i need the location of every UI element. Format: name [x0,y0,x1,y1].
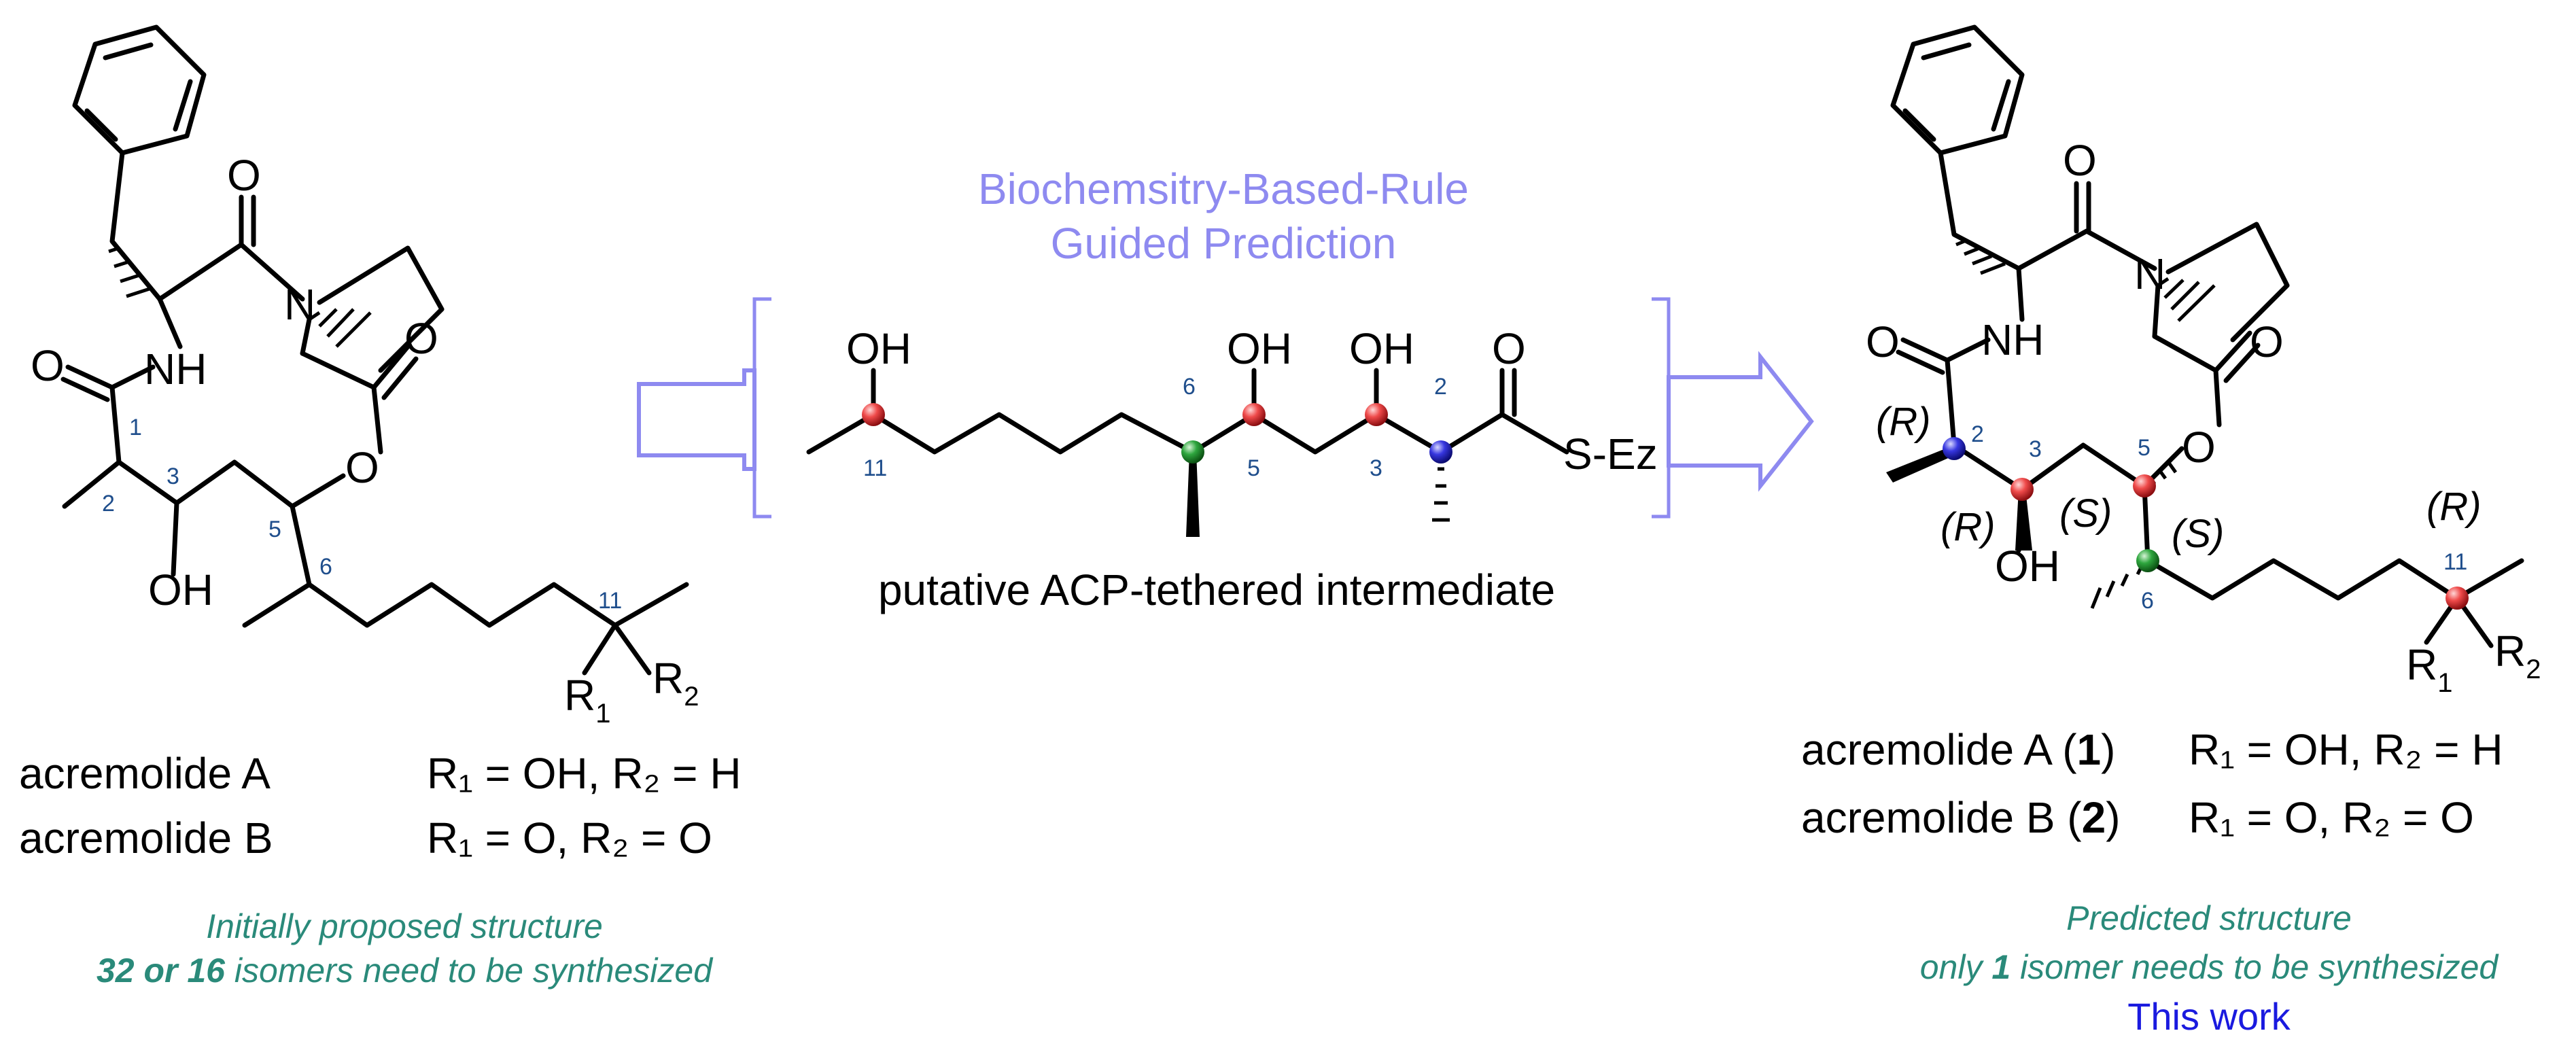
right-r2: R2 [2494,627,2541,684]
left-benzene-ring [72,24,207,156]
int-locant-11: 11 [863,455,887,481]
int-locant-6: 6 [1183,374,1196,400]
int-locant-5: 5 [1247,455,1260,481]
left-r2: R2 [652,654,699,712]
int-blue-ball-2 [1429,440,1452,464]
left-sub-a: R₁ = OH, R₂ = H [427,749,742,798]
left-name-b: acremolide B [19,814,273,862]
right-locant-5: 5 [2138,435,2151,461]
int-oh-5: OH [1227,324,1292,373]
right-nh: NH [1981,315,2044,364]
left-amide-o: O [31,341,65,390]
right-name-b: acremolide B (2) [1801,793,2121,842]
right-green-ball-6 [2136,549,2159,572]
right-stereo-c6: (S) [2172,512,2224,556]
right-stereo-c3: (R) [1940,505,1996,549]
left-locant-6: 6 [319,554,332,580]
left-note-line2: 32 or 16 isomers need to be synthesized [97,951,714,990]
int-oh-11: OH [846,324,911,373]
bracket-right [1652,297,1671,519]
right-locant-3: 3 [2029,436,2042,462]
right-red-ball-5 [2133,474,2156,497]
left-r1: R1 [564,671,610,729]
right-red-ball-11 [2446,587,2469,610]
middle-caption: putative ACP-tethered intermediate [878,565,1555,614]
right-sub-a: R₁ = OH, R₂ = H [2189,725,2503,774]
left-sub-b: R₁ = O, R₂ = O [427,814,712,862]
left-name-a: acremolide A [19,749,271,798]
int-locant-2: 2 [1434,374,1447,400]
right-oh: OH [1995,542,2060,591]
left-oh: OH [148,565,213,614]
right-benzene-ring [1890,24,2025,156]
right-blue-ball-2 [1943,437,1966,460]
left-locant-2: 2 [102,491,115,517]
right-stereo-c5: (S) [2059,491,2112,536]
right-locant-2: 2 [1971,421,1984,447]
right-stereo-c2: (R) [1876,400,1931,444]
right-locant-11: 11 [2443,549,2467,575]
right-stereo-c11: (R) [2426,485,2482,529]
right-sub-b: R₁ = O, R₂ = O [2189,793,2474,842]
right-note-line1: Predicted structure [2066,899,2352,937]
right-carbonyl-o: O [2063,136,2097,185]
right-red-ball-3 [2011,478,2034,501]
int-oh-3: OH [1349,324,1414,373]
right-ester-carbonyl-o: O [2250,317,2284,366]
retro-arrow-left [637,368,756,471]
right-proline-n: N [2134,249,2165,298]
left-ester-carbonyl-o: O [404,314,438,363]
int-thioester-o: O [1492,324,1526,373]
right-note-line2: only 1 isomer needs to be synthesized [1920,948,2500,986]
this-work-label: This work [2127,995,2291,1038]
middle-title-line1: Biochemsitry-Based-Rule [978,164,1469,213]
left-carbonyl-o: O [227,151,261,200]
left-locant-3: 3 [167,464,179,489]
left-locant-1: 1 [129,415,142,440]
left-proline-n: N [284,280,315,329]
right-structure: O N NH O O O OH R1 R2 2 3 5 6 11 (R) (R)… [1866,24,2541,698]
int-locant-3: 3 [1370,455,1382,481]
left-locant-5: 5 [268,517,281,542]
bracket-left [752,297,771,519]
left-nh: NH [144,345,207,394]
forward-arrow-right [1667,351,1814,492]
int-red-ball-5 [1242,403,1266,426]
middle-title-line2: Guided Prediction [1051,219,1397,268]
int-red-ball-11 [862,403,885,426]
intermediate-structure: OH OH OH O S-Ez 11 6 5 3 2 [806,324,1658,537]
int-green-ball-6 [1181,440,1204,464]
int-red-ball-3 [1365,403,1388,426]
right-locant-6: 6 [2141,588,2154,614]
right-ester-o: O [2182,423,2216,472]
left-structure: O N NH O O O OH R1 R2 1 2 3 5 6 11 [31,24,699,729]
left-locant-11: 11 [598,588,622,614]
right-name-a: acremolide A (1) [1801,725,2115,774]
left-note-line1: Initially proposed structure [206,907,603,945]
int-sez: S-Ez [1563,430,1658,478]
right-r1: R1 [2406,640,2452,698]
right-amide-o: O [1866,317,1900,366]
left-ester-o: O [345,443,379,492]
